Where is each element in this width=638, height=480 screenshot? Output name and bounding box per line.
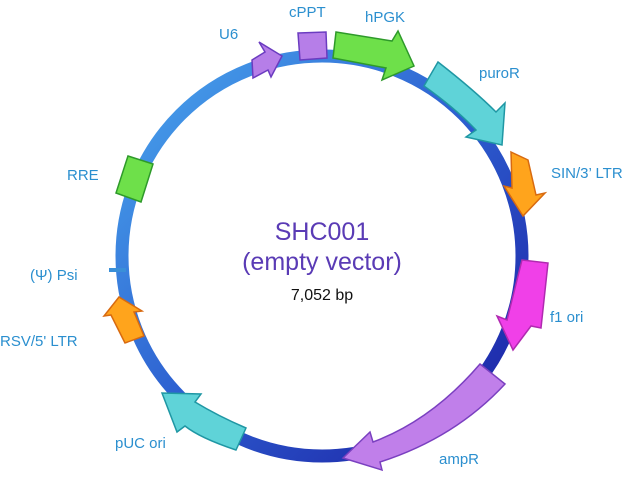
rsv5ltr-arrow — [102, 296, 145, 344]
ampr-arrow — [341, 362, 507, 472]
cppt-label: cPPT — [289, 4, 326, 21]
u6-arrow — [251, 41, 283, 80]
hpgk-arrow — [332, 29, 415, 82]
rre-label: RRE — [67, 167, 99, 184]
rre-box — [115, 155, 154, 203]
puror-arrow — [423, 60, 506, 146]
hpgk-label: hPGK — [365, 9, 405, 26]
sin3ltr-label: SIN/3’ LTR — [551, 165, 623, 182]
feature-shapes — [102, 29, 549, 472]
plasmid-subtitle: (empty vector) — [242, 248, 402, 276]
f1ori-arrow — [495, 259, 549, 352]
puror-label: puroR — [479, 65, 520, 82]
rsv5ltr-label: RSV/5' LTR — [0, 333, 78, 350]
plasmid-name: SHC001 — [275, 218, 370, 246]
ampr-label: ampR — [439, 451, 479, 468]
plasmid-size: 7,052 bp — [291, 287, 353, 304]
u6-label: U6 — [219, 26, 238, 43]
puc-label: pUC ori — [115, 435, 166, 452]
puc-arrow — [160, 392, 247, 451]
psi-label: (Ψ) Psi — [30, 267, 78, 284]
f1ori-label: f1 ori — [550, 309, 583, 326]
sin3ltr-arrow — [502, 150, 548, 218]
cppt-box — [297, 31, 328, 61]
